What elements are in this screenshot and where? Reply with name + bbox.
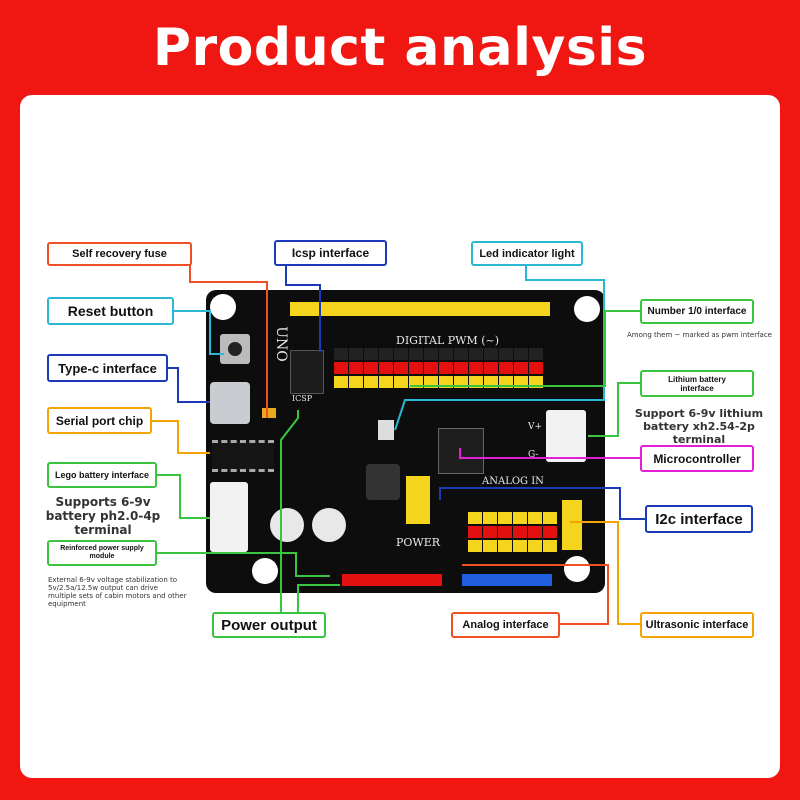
lego-connector — [210, 482, 248, 552]
serial-chip — [212, 440, 274, 472]
label-ultrasonic-interface: Ultrasonic interface — [640, 612, 754, 638]
label-number-io-interface: Number 1/0 interface — [640, 299, 754, 324]
label-analog-interface: Analog interface — [451, 612, 560, 638]
label-type-c-interface: Type-c interface — [47, 354, 168, 382]
analog-row-yellow-2 — [468, 540, 558, 552]
digital-pwm-label: DIGITAL PWM (~) — [396, 334, 500, 347]
label-i2c-interface: I2c interface — [645, 505, 753, 533]
digital-row-yellow — [334, 376, 544, 388]
mount-hole — [252, 558, 278, 584]
g-minus-silk: G- — [528, 450, 539, 460]
lithium-support-note: Support 6-9v lithium battery xh2.54-2p t… — [634, 407, 764, 446]
v-plus-silk: V+ — [528, 422, 543, 432]
power-header — [342, 574, 442, 586]
uno-label: UNO — [272, 326, 289, 362]
label-serial-port-chip: Serial port chip — [47, 407, 152, 434]
capacitor — [270, 508, 304, 542]
label-microcontroller: Microcontroller — [640, 445, 754, 472]
analog-in-label: ANALOG IN — [482, 476, 544, 487]
reset-button-cap — [228, 342, 242, 356]
fuse-component — [262, 408, 276, 418]
label-power-output: Power output — [212, 612, 326, 638]
analog-row-red — [468, 526, 558, 538]
power-module-note: External 6-9v voltage stabilization to 5… — [48, 576, 187, 608]
i2c-header — [406, 476, 430, 524]
label-lithium-battery: Lithium battery interface — [640, 370, 754, 397]
lithium-connector — [546, 410, 586, 462]
analog-row-yellow — [468, 512, 558, 524]
analog-blue-header — [462, 574, 552, 586]
label-icsp-interface: Icsp interface — [274, 240, 387, 266]
power-silk-label: POWER — [396, 536, 441, 549]
digital-row-blue — [334, 348, 544, 360]
mount-hole — [564, 556, 590, 582]
pwm-note: Among them ~ marked as pwm interface — [627, 331, 772, 339]
lego-support-note: Supports 6-9v battery ph2.0-4p terminal — [45, 495, 161, 537]
label-reset-button: Reset button — [47, 297, 174, 325]
digital-header-top — [290, 302, 550, 316]
label-self-recovery-fuse: Self recovery fuse — [47, 242, 192, 266]
label-reinforced-power-module: Reinforced power supply module — [47, 540, 157, 566]
digital-row-red — [334, 362, 544, 374]
arduino-board: DIGITAL PWM (~) UNO ICSP V+ G- ANALOG IN — [206, 290, 605, 593]
mount-hole — [574, 296, 600, 322]
mount-hole — [210, 294, 236, 320]
microcontroller-chip — [438, 428, 484, 474]
label-led-indicator: Led indicator light — [471, 241, 583, 266]
page-title: Product analysis — [152, 18, 648, 78]
capacitor — [312, 508, 346, 542]
icsp-silk: ICSP — [292, 394, 313, 403]
inductor — [366, 464, 400, 500]
label-lego-battery: Lego battery interface — [47, 462, 157, 488]
type-c-port — [210, 382, 250, 424]
ultrasonic-header — [562, 500, 582, 550]
icsp-header — [290, 350, 324, 394]
led-indicator — [378, 420, 394, 440]
